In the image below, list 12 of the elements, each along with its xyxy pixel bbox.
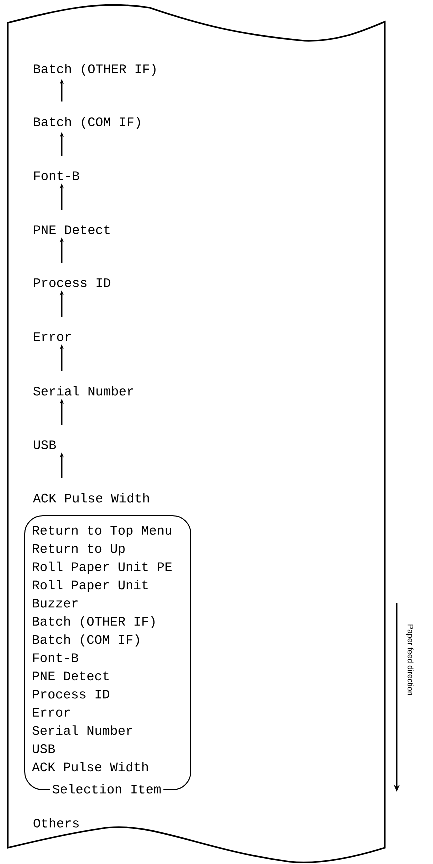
- menu-item: Batch (COM IF): [34, 116, 140, 130]
- direction-label: Paper feed direction: [406, 624, 414, 696]
- menu-item: Others: [34, 818, 79, 828]
- menu-item: Font-B: [34, 172, 80, 180]
- menu-item: ACK Pulse Width: [33, 493, 150, 503]
- menu-item: PNE Detect: [34, 226, 110, 234]
- menu-item: Serial Number: [34, 386, 134, 396]
- menu-item: USB: [34, 440, 56, 450]
- selection-box: Return to Top Menu Return to Up Roll Paper Unit PE Roll Paper Unit Buzzer Batch (OTHER IF) Batch (COM IF) Font-B PNE Detect Process ID Error Serial Number USB ACK Pulse Width Selection Item: [24, 516, 192, 796]
- menu-item: Process ID: [34, 278, 111, 288]
- menu-item: Error: [34, 332, 72, 342]
- menu-item: Batch (OTHER IF): [34, 64, 156, 76]
